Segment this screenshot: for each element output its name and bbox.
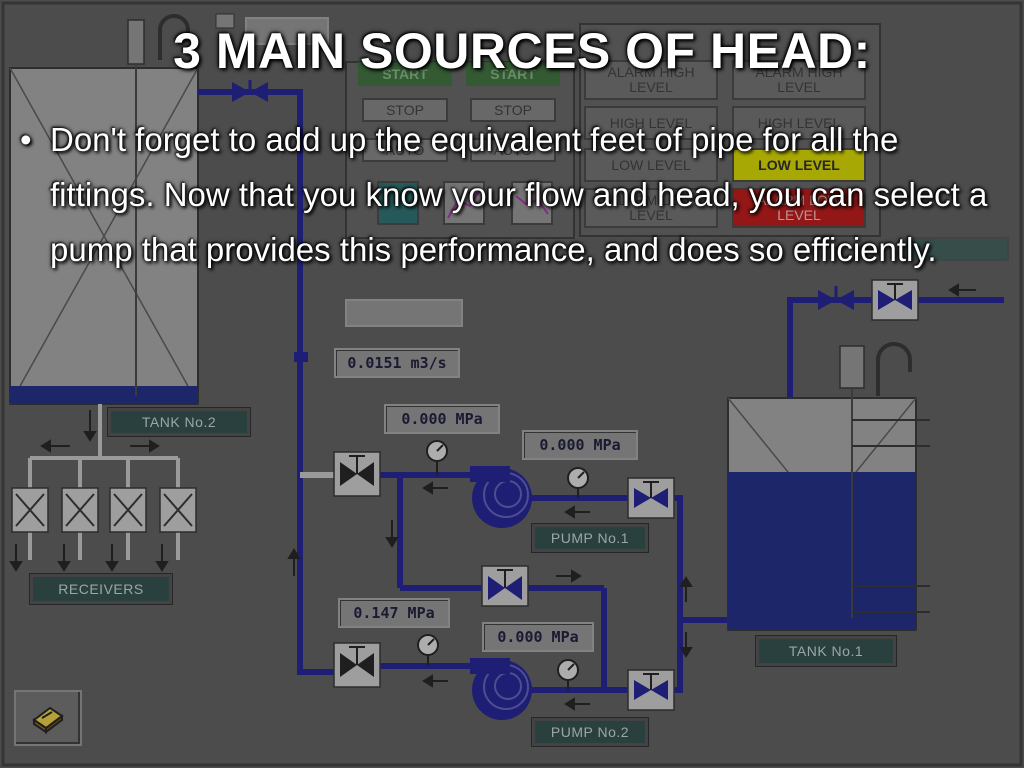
help-book-button[interactable]	[14, 690, 82, 746]
valve-right-inlet	[818, 279, 919, 321]
auto-button-2[interactable]: AUTO	[470, 138, 556, 162]
high-level-indicator-1: HIGH LEVEL	[584, 106, 718, 140]
pressure-readout-pump2-discharge: 0.000 MPa	[482, 622, 594, 652]
alarm-low-level-indicator-1: ALARM LOW LEVEL	[584, 188, 718, 228]
slide-bullet: • Don't forget to add up the equivalent …	[20, 112, 1010, 277]
valve-top	[232, 80, 268, 102]
chart-thumbnails	[377, 181, 553, 225]
start-button-2[interactable]: START	[466, 62, 560, 86]
pump-2	[470, 658, 532, 720]
pressure-readout-pump1-suction: 0.000 MPa	[384, 404, 500, 434]
book-icon	[32, 706, 64, 734]
auto-button-1[interactable]: AUTO	[362, 138, 448, 162]
receiver-valve-icons	[15, 493, 193, 527]
start-button-1[interactable]: START	[358, 62, 452, 86]
valve-pump2-suction	[333, 642, 381, 688]
low-level-indicator-1: LOW LEVEL	[584, 148, 718, 182]
pump-1	[470, 466, 532, 528]
slide-title: 3 MAIN SOURCES OF HEAD:	[173, 23, 871, 79]
flow-rate-readout: 0.0151 m3/s	[334, 348, 460, 378]
receivers-manifold	[28, 404, 180, 560]
pump-1-label: PUMP No.1	[531, 523, 649, 553]
high-level-indicator-2: HIGH LEVEL	[732, 106, 866, 140]
flow-arrows-receivers	[9, 410, 169, 572]
pressure-readout-pump1-discharge: 0.000 MPa	[522, 430, 638, 460]
alarm-high-level-indicator-2: ALARM HIGH LEVEL	[732, 60, 866, 100]
tank-2-label: TANK No.2	[107, 407, 251, 437]
pressure-readout-pump2-suction: 0.147 MPa	[338, 598, 450, 628]
tank-2	[9, 14, 199, 405]
bullet-text: Don't forget to add up the equivalent fe…	[50, 121, 988, 268]
alarm-low-level-indicator-2: ALARM LOW LEVEL	[732, 188, 866, 228]
receivers-label: RECEIVERS	[29, 573, 173, 605]
stop-button-1[interactable]: STOP	[362, 98, 448, 122]
valve-pump2-discharge	[627, 669, 675, 711]
low-level-indicator-2: LOW LEVEL	[732, 148, 866, 182]
valve-pump1-discharge	[627, 477, 675, 519]
pressure-gauge-icons	[417, 440, 589, 690]
tank-1	[727, 342, 930, 631]
bullet-marker: •	[20, 121, 32, 158]
flow-arrows	[287, 283, 976, 711]
pump-2-label: PUMP No.2	[531, 717, 649, 747]
valve-pump1-suction	[333, 451, 381, 497]
tank-1-label: TANK No.1	[755, 635, 897, 667]
stop-button-2[interactable]: STOP	[470, 98, 556, 122]
alarm-high-level-indicator-1: ALARM HIGH LEVEL	[584, 60, 718, 100]
valve-bypass	[481, 565, 529, 607]
pipe-coupling	[294, 352, 308, 362]
